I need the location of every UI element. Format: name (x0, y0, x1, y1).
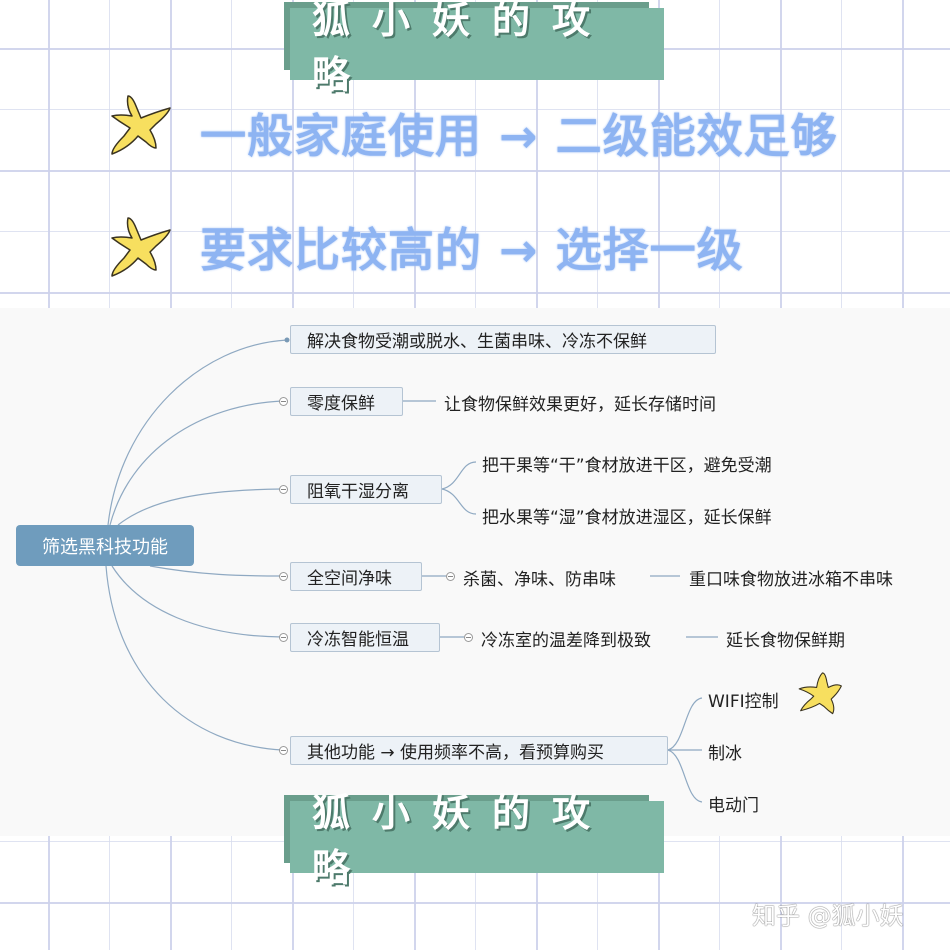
leaf-wifi-control: WIFI控制 (708, 692, 779, 712)
branch-label: 全空间净味 (307, 569, 392, 589)
leaf-freeze-detail: 延长食物保鲜期 (726, 631, 845, 651)
watermark: 知乎 @狐小妖 (752, 902, 904, 930)
banner-face: 狐小妖的攻略 (290, 791, 664, 890)
banner-top: 狐小妖的攻略 (284, 0, 664, 97)
branch-label: 零度保鲜 (307, 394, 375, 414)
branch-node-freeze-temp[interactable]: 冷冻智能恒温 (290, 623, 440, 652)
headline-energy-grade-2: 一般家庭使用 → 二级能效足够 (200, 109, 838, 163)
branch-label: 冷冻智能恒温 (307, 630, 409, 650)
leaf-dry-zone: 把干果等“干”食材放进干区，避免受潮 (482, 456, 772, 476)
branch-node-other-features[interactable]: 其他功能 → 使用频率不高，看预算购买 (290, 736, 668, 765)
collapse-toggle-icon[interactable] (279, 397, 288, 406)
collapse-toggle-icon[interactable] (279, 746, 288, 755)
leaf-electric-door: 电动门 (708, 796, 759, 816)
collapse-toggle-icon[interactable] (279, 485, 288, 494)
leaf-ice-maker: 制冰 (708, 744, 742, 764)
branch-node-dry-wet-separation[interactable]: 阻氧干湿分离 (290, 475, 442, 504)
branch-label: 解决食物受潮或脱水、生菌串味、冷冻不保鲜 (307, 332, 647, 352)
branch-node-deodorize[interactable]: 全空间净味 (290, 562, 422, 591)
star-icon (111, 217, 171, 277)
leaf-deodorize-desc: 杀菌、净味、防串味 (463, 570, 616, 590)
collapse-toggle-icon[interactable] (464, 633, 473, 642)
branch-label: 其他功能 → 使用频率不高，看预算购买 (307, 743, 605, 763)
root-label: 筛选黑科技功能 (42, 536, 168, 558)
leaf-zero-degree-desc: 让食物保鲜效果更好，延长存储时间 (444, 395, 716, 415)
banner-face: 狐小妖的攻略 (290, 0, 664, 97)
collapse-toggle-icon[interactable] (446, 572, 455, 581)
mindmap-root-node[interactable]: 筛选黑科技功能 (16, 525, 194, 566)
branch-label: 阻氧干湿分离 (307, 482, 409, 502)
branch-node-problems[interactable]: 解决食物受潮或脱水、生菌串味、冷冻不保鲜 (290, 325, 716, 354)
leaf-wet-zone: 把水果等“湿”食材放进湿区，延长保鲜 (482, 508, 772, 528)
star-icon (111, 95, 171, 155)
banner-title: 狐小妖的攻略 (312, 0, 613, 97)
collapse-toggle-icon[interactable] (279, 572, 288, 581)
collapse-toggle-icon[interactable] (279, 633, 288, 642)
leaf-deodorize-detail: 重口味食物放进冰箱不串味 (689, 570, 893, 590)
banner-bottom: 狐小妖的攻略 (284, 791, 664, 890)
leaf-freeze-desc: 冷冻室的温差降到极致 (481, 631, 651, 651)
star-icon (798, 672, 842, 715)
banner-title: 狐小妖的攻略 (312, 791, 613, 890)
branch-node-zero-degree[interactable]: 零度保鲜 (290, 387, 403, 416)
headline-energy-grade-1: 要求比较高的 → 选择一级 (200, 223, 744, 277)
